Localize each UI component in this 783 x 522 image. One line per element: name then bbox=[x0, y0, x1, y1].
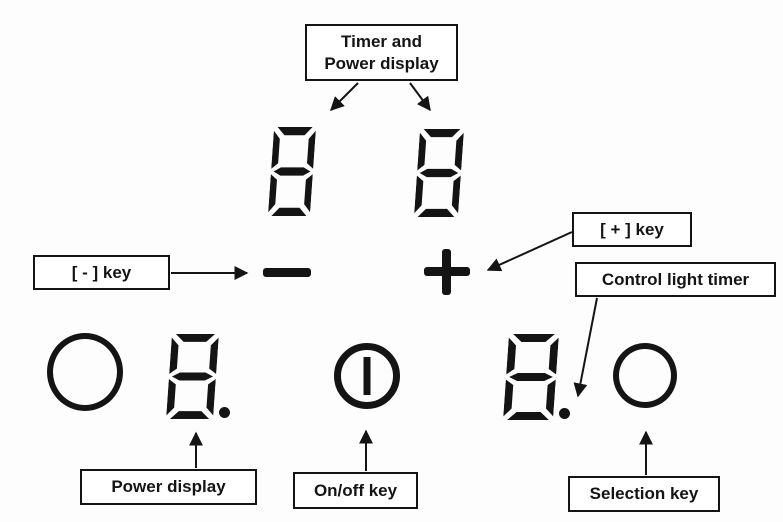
segment-c bbox=[304, 174, 313, 213]
segment-d bbox=[169, 411, 210, 419]
power-display-digit-left bbox=[166, 334, 230, 419]
plus-icon[interactable] bbox=[424, 249, 470, 295]
label-power-display: Power display bbox=[80, 469, 257, 505]
timer-display-digit-right bbox=[414, 129, 464, 217]
segment-e bbox=[414, 175, 424, 214]
selection-key-circle[interactable] bbox=[613, 343, 677, 408]
label-minus-key: [ - ] key bbox=[33, 255, 170, 290]
arrow-timerbox-to-right-digit bbox=[409, 82, 431, 112]
power-bar bbox=[363, 357, 371, 395]
segment-e bbox=[268, 174, 277, 213]
label-plus-key: [ + ] key bbox=[572, 212, 692, 247]
label-line: Power display bbox=[324, 53, 439, 73]
timer-display-digit-left bbox=[268, 127, 316, 216]
segment-f bbox=[506, 337, 517, 375]
segment-a bbox=[175, 334, 216, 342]
decimal-dot-icon bbox=[219, 407, 230, 418]
segment-b bbox=[548, 337, 559, 375]
power-display-circle-left[interactable] bbox=[47, 333, 123, 411]
plus-vertical-bar bbox=[442, 249, 451, 295]
segment-b bbox=[209, 337, 219, 375]
arrow-plusbox-to-plus bbox=[486, 231, 573, 272]
segment-g bbox=[509, 373, 553, 381]
segment-b bbox=[454, 132, 464, 171]
segment-b bbox=[307, 130, 316, 169]
segment-g bbox=[419, 168, 459, 178]
segment-f bbox=[271, 130, 280, 169]
segment-c bbox=[206, 378, 216, 416]
arrow-timerbox-to-left-digit bbox=[330, 82, 359, 111]
segment-e bbox=[503, 379, 514, 417]
segment-a bbox=[423, 129, 461, 138]
segment-d bbox=[507, 412, 549, 420]
power-display-digit-right bbox=[503, 334, 570, 420]
segment-c bbox=[545, 379, 556, 417]
decimal-dot-icon bbox=[559, 408, 570, 419]
arrow-controllight-to-dot bbox=[573, 297, 598, 398]
on-off-key-icon[interactable] bbox=[334, 343, 400, 409]
segment-e bbox=[166, 378, 176, 416]
label-selection-key: Selection key bbox=[568, 476, 720, 512]
segment-f bbox=[169, 337, 179, 375]
label-line: Timer and bbox=[341, 31, 422, 51]
segment-g bbox=[171, 372, 214, 381]
minus-icon[interactable] bbox=[263, 268, 311, 277]
label-on-off-key: On/off key bbox=[293, 472, 418, 509]
segment-a bbox=[513, 334, 555, 342]
label-control-light-timer: Control light timer bbox=[575, 262, 776, 297]
segment-a bbox=[277, 127, 313, 136]
segment-d bbox=[417, 208, 455, 217]
segment-d bbox=[271, 207, 307, 216]
segment-f bbox=[417, 132, 427, 171]
label-timer-power-display: Timer and Power display bbox=[305, 24, 458, 81]
segment-g bbox=[273, 167, 311, 176]
segment-c bbox=[451, 175, 461, 214]
